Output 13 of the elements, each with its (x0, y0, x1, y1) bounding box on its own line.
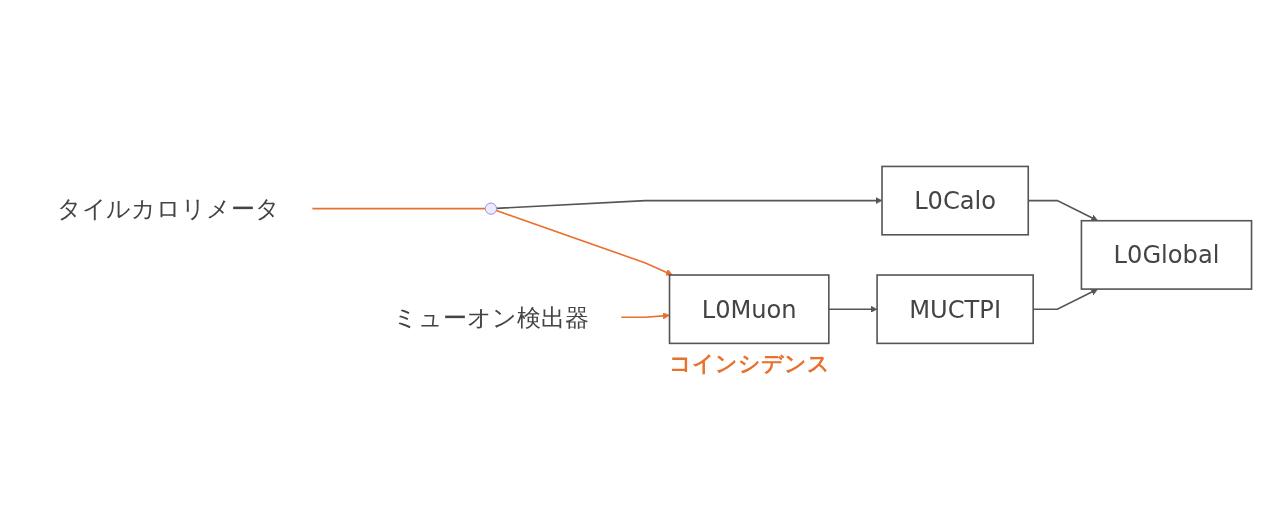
node-box: L0Global (1080, 220, 1253, 290)
node-circle (484, 202, 497, 215)
node-text: ミューオン検出器 (392, 303, 590, 332)
arrow (495, 197, 883, 210)
arrow (495, 209, 673, 276)
arrow (828, 305, 878, 313)
annotation-text: コインシデンス (668, 350, 830, 379)
node-box: MUCTPI (876, 274, 1034, 345)
node-text: タイルカロリメータ (56, 194, 281, 223)
connector (311, 207, 487, 210)
arrow (620, 312, 670, 320)
node-box: L0Calo (881, 165, 1030, 236)
node-box: L0Muon (668, 274, 830, 345)
